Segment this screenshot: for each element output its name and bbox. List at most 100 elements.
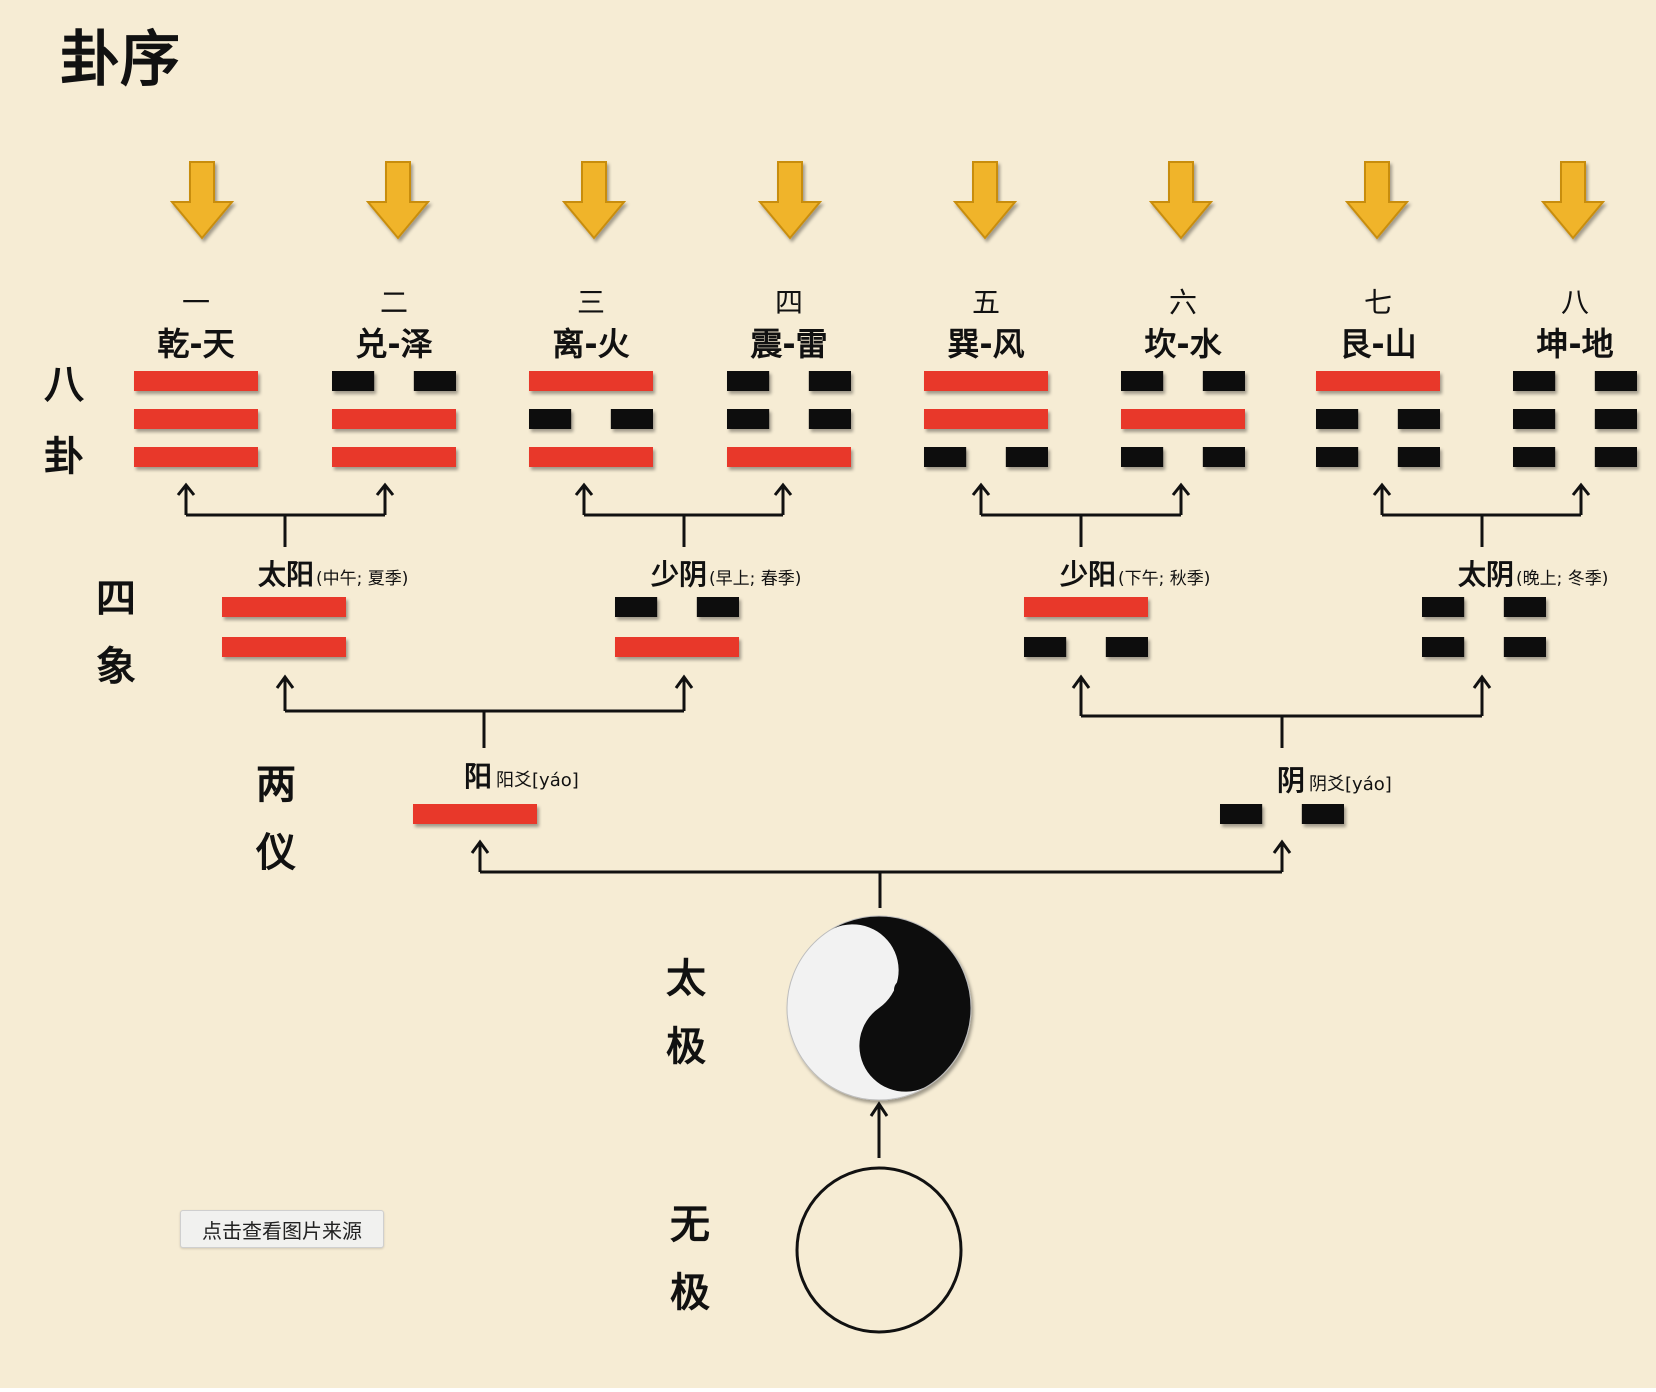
trigram-7-yang-line-1 xyxy=(1316,371,1440,391)
trigram-2-yin-line-1-right xyxy=(413,371,456,391)
four-image-label: 太阳(中午; 夏季) xyxy=(258,558,408,591)
trigram-2-yang-line-3 xyxy=(332,447,456,467)
trigram-4-yin-line-1-left xyxy=(727,371,770,391)
trigram-5-yang-line-1 xyxy=(924,371,1048,391)
trigram-4-yin-line-2-right xyxy=(808,409,851,429)
taiji-outline xyxy=(786,915,972,1101)
four-image-name: 太阳 xyxy=(258,558,314,591)
trigram-3: 三离-火 xyxy=(529,286,653,467)
trigram-name: 兑-泽 xyxy=(355,325,432,363)
trigram-2: 二兑-泽 xyxy=(332,286,456,467)
trigram-name: 艮-山 xyxy=(1339,325,1416,363)
four-image-1: 太阳(中午; 夏季) xyxy=(222,558,408,657)
trigram-6-yin-line-3-right xyxy=(1202,447,1245,467)
level-label-sixiang-2: 象 xyxy=(96,643,136,690)
trigram-name: 坤-地 xyxy=(1536,325,1613,363)
trigram-6-yin-line-3-left xyxy=(1121,447,1164,467)
down-arrow-icon xyxy=(365,161,431,240)
trigram-1: 一乾-天 xyxy=(134,286,258,467)
four-image-3-yang-line-1 xyxy=(1024,597,1148,617)
four-image-4-yin-line-1-right xyxy=(1503,597,1546,617)
trigram-8-yin-line-1-left xyxy=(1513,371,1556,391)
trigram-7-yin-line-2-right xyxy=(1397,409,1440,429)
down-arrow-icon xyxy=(952,161,1018,240)
two-mode-note: 阳爻[yáo] xyxy=(496,770,579,791)
trigram-5-yin-line-3-left xyxy=(924,447,967,467)
four-image-3-yin-line-2-left xyxy=(1024,637,1067,657)
down-arrow-icon xyxy=(169,161,235,240)
four-image-1-yang-line-1 xyxy=(222,597,346,617)
four-image-label: 太阴(晚上; 冬季) xyxy=(1458,558,1608,591)
trigram-order: 七 xyxy=(1364,286,1392,319)
level-label-liangyi: 两 仪 xyxy=(255,761,296,876)
trigram-7-yin-line-3-right xyxy=(1397,447,1440,467)
trigram-1-yang-line-1 xyxy=(134,371,258,391)
level-label-taiji: 太 极 xyxy=(666,955,706,1070)
trigram-3-yin-line-2-right xyxy=(610,409,653,429)
trigram-4-yin-line-1-right xyxy=(808,371,851,391)
connector-shaoyin xyxy=(582,487,785,547)
trigram-8-yin-line-1-right xyxy=(1594,371,1637,391)
trigram-order: 五 xyxy=(972,286,1000,319)
level-label-sixiang-1: 四 xyxy=(96,575,136,622)
trigram-5-yang-line-2 xyxy=(924,409,1048,429)
two-mode-1: 阳阳爻[yáo] xyxy=(413,760,579,824)
four-image-name: 少阳 xyxy=(1060,558,1116,591)
two-mode-label: 阴阴爻[yáo] xyxy=(1277,764,1392,797)
four-images: 太阳(中午; 夏季)少阴(早上; 春季)少阳(下午; 秋季)太阴(晚上; 冬季) xyxy=(222,558,1608,657)
four-image-label: 少阴(早上; 春季) xyxy=(651,558,801,591)
trigram-3-yang-line-3 xyxy=(529,447,653,467)
trigram-4-yang-line-3 xyxy=(727,447,851,467)
connector-taiji xyxy=(478,844,1284,908)
trigram-order: 四 xyxy=(775,286,803,319)
level-label-wuji-1: 无 xyxy=(670,1201,710,1248)
four-image-2-yin-line-1-right xyxy=(696,597,739,617)
four-image-name: 少阴 xyxy=(651,558,707,591)
level-label-taiji-2: 极 xyxy=(666,1023,706,1070)
level-label-liangyi-2: 仪 xyxy=(255,829,296,876)
level-label-taiji-1: 太 xyxy=(666,955,706,1002)
trigram-1-yang-line-3 xyxy=(134,447,258,467)
trigram-8-yin-line-2-right xyxy=(1594,409,1637,429)
trigram-8-yin-line-3-left xyxy=(1513,447,1556,467)
level-label-liangyi-1: 两 xyxy=(256,761,296,808)
taiji-symbol xyxy=(786,915,972,1101)
four-image-note: (中午; 夏季) xyxy=(316,569,408,589)
trigram-7: 七艮-山 xyxy=(1316,286,1440,467)
trigram-name: 离-火 xyxy=(552,325,629,363)
trigram-2-yin-line-1-left xyxy=(332,371,375,391)
four-image-4-yin-line-1-left xyxy=(1422,597,1465,617)
two-mode-name: 阳 xyxy=(464,760,492,793)
trigram-name: 坎-水 xyxy=(1144,325,1222,363)
image-source-button[interactable]: 点击查看图片来源 xyxy=(180,1210,384,1248)
trigram-3-yin-line-2-left xyxy=(529,409,572,429)
two-mode-label: 阳阳爻[yáo] xyxy=(464,760,579,793)
trigram-6-yin-line-1-left xyxy=(1121,371,1164,391)
trigram-7-yin-line-3-left xyxy=(1316,447,1359,467)
level-label-sixiang: 四 象 xyxy=(96,575,136,690)
connector-taiyang xyxy=(184,487,387,547)
trigram-1-yang-line-2 xyxy=(134,409,258,429)
four-image-note: (晚上; 冬季) xyxy=(1516,569,1608,589)
trigram-5-yin-line-3-right xyxy=(1005,447,1048,467)
two-mode-note: 阴爻[yáo] xyxy=(1309,774,1392,795)
trigram-3-yang-line-1 xyxy=(529,371,653,391)
level-label-bagua-1: 八 xyxy=(44,361,85,408)
trigram-2-yang-line-2 xyxy=(332,409,456,429)
trigram-order: 二 xyxy=(380,286,408,319)
level-label-wuji: 无 极 xyxy=(670,1201,710,1316)
four-image-note: (早上; 春季) xyxy=(709,569,801,589)
two-mode-2: 阴阴爻[yáo] xyxy=(1220,764,1392,824)
down-arrow-icon xyxy=(1148,161,1214,240)
trigram-8: 八坤-地 xyxy=(1513,286,1637,467)
trigram-6-yang-line-2 xyxy=(1121,409,1245,429)
level-label-bagua-2: 卦 xyxy=(44,433,84,480)
trigram-name: 乾-天 xyxy=(157,325,234,363)
taiji-yang-dot xyxy=(841,1015,863,1037)
wuji-circle xyxy=(795,1166,963,1334)
four-image-4-yin-line-2-right xyxy=(1503,637,1546,657)
four-image-2-yang-line-2 xyxy=(615,637,739,657)
tree-connectors xyxy=(184,487,1583,1158)
